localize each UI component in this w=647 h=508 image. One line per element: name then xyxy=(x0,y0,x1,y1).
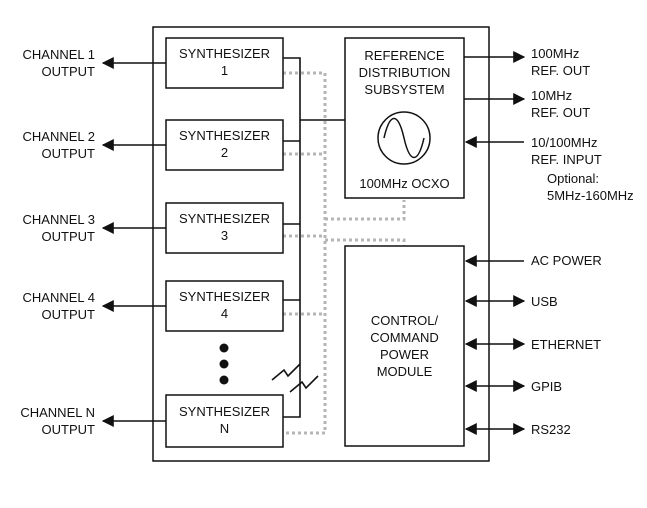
label-line: OUTPUT xyxy=(41,422,95,437)
label-line: OUTPUT xyxy=(41,229,95,244)
more-synthesizers-dots xyxy=(219,343,229,385)
ref-input-optional-label: Optional: 5MHz-160MHz xyxy=(547,170,634,204)
synthesizer-name: SYNTHESIZER xyxy=(178,289,270,304)
ocxo-sine-icon xyxy=(377,111,431,165)
reference-bus xyxy=(283,57,345,418)
label-line: REF. OUT xyxy=(531,63,591,78)
control-bus-dotted xyxy=(283,71,406,435)
label-line: REF. INPUT xyxy=(531,152,602,167)
synthesizer-3-title: SYNTHESIZER 3 xyxy=(166,210,283,244)
ethernet-label: ETHERNET xyxy=(531,336,601,353)
label-line: Optional: xyxy=(547,171,600,186)
ocxo-label: 100MHz OCXO xyxy=(345,175,464,192)
gpib-label: GPIB xyxy=(531,378,562,395)
ac-power-label: AC POWER xyxy=(531,252,602,269)
synthesizer-box xyxy=(165,37,284,89)
synthesizer-name: SYNTHESIZER xyxy=(178,128,270,143)
synthesizer-n-title: SYNTHESIZER N xyxy=(166,403,283,437)
synthesizer-index: 4 xyxy=(220,306,229,321)
port-label: USB xyxy=(531,294,558,309)
label-line: OUTPUT xyxy=(41,146,95,161)
channel-output-arrows xyxy=(101,57,166,427)
label-line: OUTPUT xyxy=(41,307,95,322)
port-label: RS232 xyxy=(531,422,571,437)
control-port-arrows xyxy=(464,255,526,435)
title-line: MODULE xyxy=(376,364,433,379)
synthesizer-name: SYNTHESIZER xyxy=(178,46,270,61)
rs232-label: RS232 xyxy=(531,421,571,438)
usb-label: USB xyxy=(531,293,558,310)
title-line: SUBSYSTEM xyxy=(364,82,445,97)
title-line: POWER xyxy=(379,347,430,362)
ref-input-label: 10/100MHz REF. INPUT xyxy=(531,134,602,168)
reference-subsystem-title: REFERENCE DISTRIBUTION SUBSYSTEM xyxy=(345,47,464,98)
label-line: 5MHz-160MHz xyxy=(547,188,634,203)
label-line: CHANNEL N xyxy=(20,405,95,420)
label-line: 100MHz xyxy=(531,46,580,61)
label-line: OUTPUT xyxy=(41,64,95,79)
bus-break-symbol xyxy=(271,363,319,393)
ref-out-10mhz-label: 10MHz REF. OUT xyxy=(531,87,590,121)
synthesizer-name: SYNTHESIZER xyxy=(178,404,270,419)
synthesizer-index: 1 xyxy=(220,63,229,78)
label-line: CHANNEL 3 xyxy=(22,212,95,227)
synthesizer-name: SYNTHESIZER xyxy=(178,211,270,226)
title-line: REFERENCE xyxy=(364,48,445,63)
port-label: GPIB xyxy=(531,379,563,394)
label-line: REF. OUT xyxy=(531,105,591,120)
title-line: COMMAND xyxy=(370,330,439,345)
channel-2-output-label: CHANNEL 2 OUTPUT xyxy=(23,128,95,162)
synthesizer-index: N xyxy=(219,421,230,436)
synthesizer-boxes xyxy=(165,37,284,448)
port-label: ETHERNET xyxy=(531,337,602,352)
label-line: CHANNEL 4 xyxy=(22,290,95,305)
control-module-title: CONTROL/ COMMAND POWER MODULE xyxy=(345,312,464,380)
label-line: 10MHz xyxy=(531,88,573,103)
control-module-box xyxy=(344,245,465,447)
ref-out-100mhz-label: 100MHz REF. OUT xyxy=(531,45,590,79)
label-line: CHANNEL 1 xyxy=(22,47,95,62)
title-line: DISTRIBUTION xyxy=(358,65,451,80)
enclosure-frame xyxy=(152,26,490,462)
ocxo-text: 100MHz OCXO xyxy=(359,176,450,191)
channel-n-output-label: CHANNEL N OUTPUT xyxy=(20,404,95,438)
port-label: AC POWER xyxy=(531,253,602,268)
channel-4-output-label: CHANNEL 4 OUTPUT xyxy=(23,289,95,323)
synthesizer-index: 3 xyxy=(220,228,229,243)
reference-distribution-box xyxy=(344,37,465,199)
synthesizer-index: 2 xyxy=(220,145,229,160)
label-line: CHANNEL 2 xyxy=(22,129,95,144)
channel-1-output-label: CHANNEL 1 OUTPUT xyxy=(23,46,95,80)
synthesizer-4-title: SYNTHESIZER 4 xyxy=(166,288,283,322)
synthesizer-1-title: SYNTHESIZER 1 xyxy=(166,45,283,79)
channel-3-output-label: CHANNEL 3 OUTPUT xyxy=(23,211,95,245)
reference-port-arrows xyxy=(464,51,526,148)
synthesizer-2-title: SYNTHESIZER 2 xyxy=(166,127,283,161)
title-line: CONTROL/ xyxy=(370,313,439,328)
label-line: 10/100MHz xyxy=(531,135,598,150)
